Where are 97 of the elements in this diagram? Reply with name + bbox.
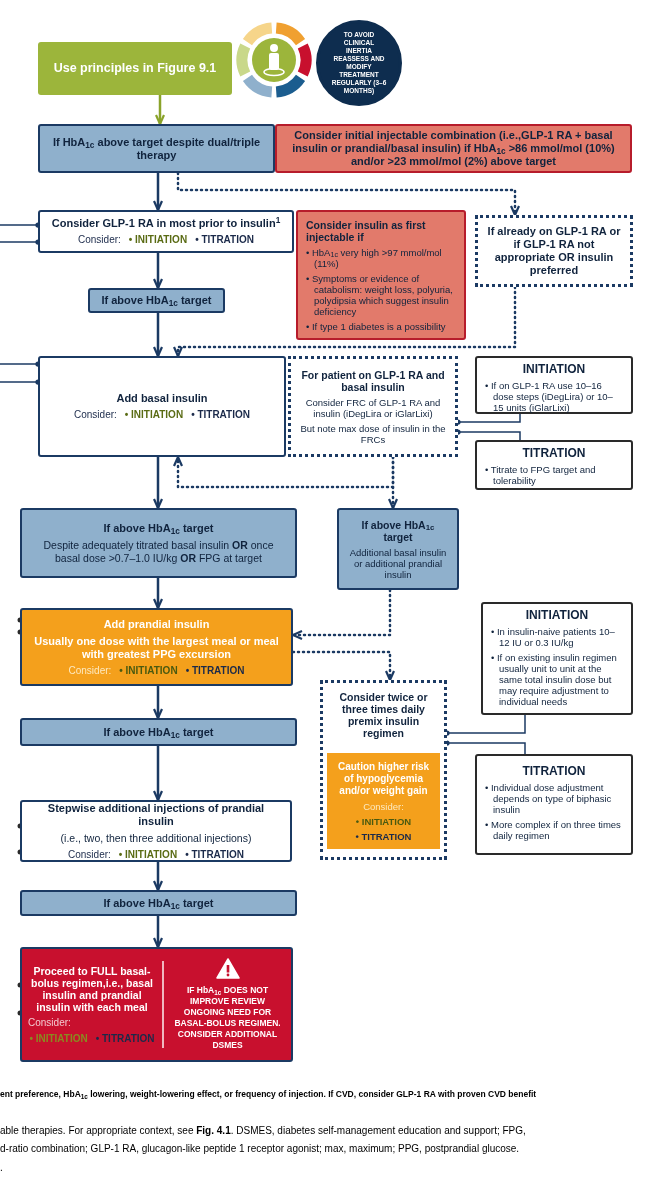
consider-label: Consider: (78, 234, 121, 246)
option-label: • TITRATION (195, 234, 254, 246)
footnote-text: d-ratio combination; GLP-1 RA, glucagon-like peptide 1 receptor agonist; max, maximum; PPG, postprandial glucose. (0, 1142, 520, 1156)
box-heading: Consider insulin as first injectable if (306, 218, 427, 243)
note-box (475, 215, 633, 287)
box-heading: TITRATION (522, 446, 586, 460)
footnote-text: . (0, 1161, 3, 1175)
arrow (152, 862, 164, 892)
consider-label: Consider: (68, 664, 112, 677)
box-text: Consider: (363, 800, 404, 812)
bullet-item: • Titrate to FPG target and tolerability (485, 464, 597, 486)
arrow (152, 253, 164, 290)
bullet-item: • If on existing insulin regimen usually unit to unit at the same total insulin dose but may require adjustment to individual needs (491, 652, 618, 707)
box-text: IF HbA$_{1c}$ DOES NOT IMPROVE REVIEW ONGOING NEED FOR BASAL-BOLUS REGIMEN. CONSIDER ADDITIONAL DSMES (173, 985, 282, 1051)
decision-box (20, 718, 297, 746)
info-box (481, 602, 633, 715)
bullet-item: • Symptoms or evidence of catabolism: weight loss, polyuria, polydipsia which suggest insulin deficiency (306, 272, 454, 317)
decision-box (20, 890, 297, 916)
box-heading: Consider twice or three times daily premix insulin regimen (338, 691, 429, 739)
box-heading: If above HbA$_{1c}$ target (103, 896, 214, 910)
box-heading: Add basal insulin (116, 392, 208, 405)
info-box (475, 440, 633, 490)
arrow (152, 578, 164, 610)
caution-box (327, 753, 440, 849)
box-text: Additional basal insulin or additional prandial insulin (348, 546, 448, 580)
arrow (154, 95, 166, 126)
option-label: • TITRATION (191, 409, 250, 421)
box-heading: If HbA$_{1c}$ above target despite dual/triple therapy (51, 135, 262, 162)
info-box (475, 356, 633, 414)
decision-box (38, 124, 275, 173)
start-box (38, 42, 232, 95)
bullet-item: • If on GLP-1 RA use 10–16 dose steps (iDegLira) or 10–15 units (iGlarLixi) (485, 380, 614, 413)
arrow (152, 173, 164, 212)
box-heading: INITIATION (522, 362, 586, 376)
box-heading: Use principles in Figure 9.1 (53, 60, 217, 78)
box-text: • INITIATION (355, 815, 412, 827)
arrow (152, 916, 164, 949)
arrow (152, 457, 164, 510)
box-heading: Add prandial insulin (103, 617, 210, 631)
process-box (20, 800, 292, 862)
arrow (152, 313, 164, 358)
note-box (288, 356, 458, 457)
decision-box (337, 508, 459, 590)
box-heading: TITRATION (522, 764, 586, 778)
box-heading: If above HbA$_{1c}$ target (103, 521, 214, 535)
bullet-item: • Individual dose adjustment depends on type of biphasic insulin (485, 782, 613, 815)
footnote-text: able therapies. For appropriate context, see Fig. 4.1. DSMES, diabetes self-management education and support; FPG, (0, 1124, 526, 1138)
box-text: • TITRATION (355, 830, 412, 842)
consider-label: Consider: (68, 848, 111, 861)
decision-box (88, 288, 225, 313)
box-heading: If above HbA$_{1c}$ target (103, 725, 214, 739)
option-label: • INITIATION (118, 848, 178, 861)
box-heading: For patient on GLP-1 RA and basal insulin (300, 368, 446, 393)
alert-box (296, 210, 466, 340)
box-heading: Consider GLP-1 RA in most prior to insulin$^{1}$ (51, 217, 281, 230)
alert-box (275, 124, 632, 173)
box-heading: Consider initial injectable combination (i.e.,GLP-1 RA + basal insulin or prandial/basal insulin) if HbA$_{1c}$ >86 mmol/mol (10%) and/or >23 mmol/mol (2%) above target (291, 129, 616, 168)
final-box (20, 947, 293, 1062)
consider-label: Consider: (74, 409, 117, 421)
box-text: (i.e., two, then three additional injections) (60, 831, 252, 845)
decision-box (20, 508, 297, 578)
box-heading: INITIATION (525, 608, 589, 622)
option-label: • TITRATION (185, 848, 244, 861)
bullet-item: • If type 1 diabetes is a possibility (306, 320, 447, 332)
footnote-text: ent preference, HbA$_{1c}$ lowering, weight-lowering effect, or frequency of injection. If CVD, consider GLP-1 RA with proven CVD benefit (0, 1088, 537, 1101)
bullet-item: • In insulin-naive patients 10–12 IU or 0.3 IU/kg (491, 626, 616, 648)
process-box (38, 356, 286, 457)
box-text: Despite adequately titrated basal insulin OR once basal dose >0.7–1.0 IU/kg OR FPG at target (42, 538, 275, 565)
arrow (152, 746, 164, 802)
box-heading: If above HbA$_{1c}$ target (360, 518, 436, 543)
arrow (176, 171, 521, 217)
arrow (291, 650, 396, 682)
box-text: Consider: (28, 1016, 71, 1029)
box-heading: Caution higher risk of hypoglycemia and/or weight gain (336, 760, 431, 797)
arrow (291, 588, 392, 641)
box-text: Consider FRC of GLP-1 RA and insulin (iDegLira or iGlarLixi) (304, 396, 442, 419)
box-heading: Proceed to FULL basal-bolus regimen,i.e., basal insulin and prandial insulin with each meal (30, 964, 154, 1013)
arrow (152, 686, 164, 720)
process-box (20, 608, 293, 686)
arrow (172, 285, 517, 358)
option-label: • TITRATION (185, 664, 245, 677)
box-text: But note max dose of insulin in the FRCs (299, 422, 447, 445)
option-label: • TITRATION (95, 1032, 155, 1045)
process-box (38, 210, 294, 253)
bullet-item: • HbA$_{1c}$ very high >97 mmol/mol (11%) (306, 246, 443, 269)
option-label: • INITIATION (29, 1032, 88, 1045)
arrow (172, 455, 395, 489)
bullet-item: • More complex if on three times daily regimen (485, 819, 622, 841)
option-label: • INITIATION (119, 664, 178, 677)
option-label: • INITIATION (128, 234, 188, 246)
option-label: • INITIATION (124, 409, 184, 421)
note-box (320, 680, 447, 860)
box-text: Usually one dose with the largest meal or meal with greatest PPG excursion (33, 634, 280, 661)
info-box (475, 754, 633, 855)
box-heading: Stepwise additional injections of prandial insulin (46, 801, 266, 828)
box-heading: If above HbA$_{1c}$ target (101, 294, 212, 307)
box-heading: If already on GLP-1 RA or if GLP-1 RA not appropriate OR insulin preferred (486, 225, 622, 277)
